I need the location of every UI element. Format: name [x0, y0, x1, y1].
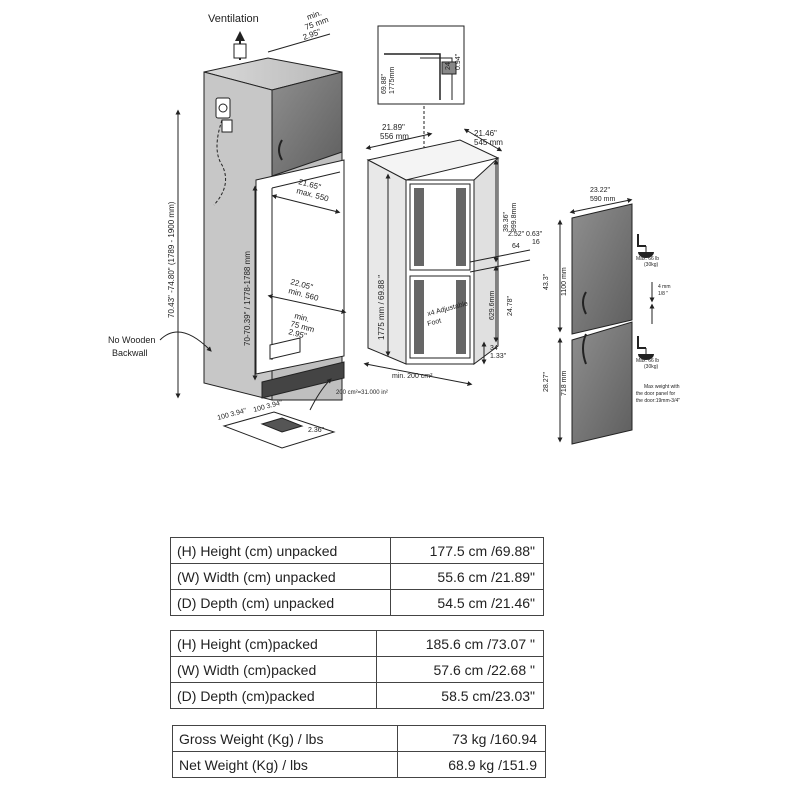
panel-width-line1: 23.22" — [590, 187, 611, 194]
lower-door-line1: 629.6mm — [489, 291, 496, 320]
table-row: (D) Depth (cm) unpacked 54.5 cm /21.46" — [169, 589, 544, 616]
packed-height-label: (H) Height (cm)packed — [169, 630, 378, 657]
foot-height-line1: 34 — [490, 345, 498, 352]
unpacked-width-value: 55.6 cm /21.89" — [390, 563, 544, 590]
upper-door-line2: 999.8mm — [511, 203, 518, 232]
foot-line2: Foot — [427, 318, 442, 328]
installation-diagram: Ventilation min. 75 mm 2.95" 70.43" -74.… — [108, 8, 680, 449]
panel-note-line1: Max weight with — [644, 384, 680, 390]
inner-gap-line1: min. — [293, 311, 310, 324]
panel-lower-line2: 718 mm — [561, 371, 568, 396]
table-row: Net Weight (Kg) / lbs 68.9 kg /151.9 — [172, 751, 547, 778]
unpacked-dimensions-table: (H) Height (cm) unpacked 177.5 cm /69.88… — [169, 537, 544, 616]
max-weight-1-line1: Max. 66 lb — [636, 256, 659, 262]
unpacked-depth-label: (D) Depth (cm) unpacked — [169, 589, 392, 616]
gap-dim-line3: 16 — [532, 239, 540, 246]
no-backwall-line1: No Wooden — [108, 335, 155, 345]
inset-line2: 1775mm — [389, 67, 396, 94]
min-200-label: min. 200 cm² — [392, 373, 433, 380]
gap-4mm-line1: 4 mm — [658, 284, 671, 290]
panel-note-line3: the door:19mm-3/4" — [636, 398, 680, 404]
unpacked-height-label: (H) Height (cm) unpacked — [169, 537, 392, 564]
cabinet-drawing: Ventilation min. 75 mm 2.95" 70.43" -74.… — [108, 8, 388, 449]
packed-width-value: 57.6 cm /22.68 " — [376, 656, 544, 683]
unpacked-depth-value: 54.5 cm /21.46" — [390, 589, 544, 616]
ventilation-label: Ventilation — [208, 13, 259, 25]
inset-line3: 24 — [445, 62, 452, 70]
gap-dim-line2: 64 — [512, 243, 520, 250]
fridge-drawing: 69.88" 1775mm 24 0.94" 21.89" 556 mm 21.… — [363, 25, 543, 386]
panel-width-line2: 590 mm — [590, 196, 615, 203]
base-vent-dim2: 100 3.94" — [253, 399, 284, 414]
net-weight-label: Net Weight (Kg) / lbs — [172, 751, 398, 778]
lower-door-line2: 24.78" — [507, 295, 514, 316]
gross-weight-value: 73 kg /160.94 — [396, 725, 547, 752]
vent-area-label: 200 cm²=31.000 in² — [336, 390, 388, 396]
packed-depth-value: 58.5 cm/23.03" — [376, 682, 544, 709]
gap-dim-line1: 2.52" 0.63" — [508, 231, 543, 238]
table-row: Gross Weight (Kg) / lbs 73 kg /160.94 — [172, 725, 547, 752]
max-weight-2-line2: (30kg) — [644, 364, 659, 370]
packed-depth-label: (D) Depth (cm)packed — [169, 682, 378, 709]
inset-line4: 0.94" — [455, 53, 462, 70]
packed-height-value: 185.6 cm /73.07 " — [376, 630, 544, 657]
panel-upper-line1: 43.3" — [543, 273, 550, 290]
base-vent-dim1: 100 3.94" — [217, 407, 248, 422]
fridge-height-label: 1775 mm / 69.88 " — [377, 275, 386, 340]
foot-height-line2: 1.33" — [490, 353, 507, 360]
panel-note-line2: the door panel for — [636, 391, 676, 397]
total-height-label: 70.43" -74.80" (1789 - 1900 mm) — [167, 201, 176, 318]
gross-weight-label: Gross Weight (Kg) / lbs — [172, 725, 398, 752]
base-vent-dim3: 2.36" — [308, 427, 325, 434]
unpacked-width-label: (W) Width (cm) unpacked — [169, 563, 392, 590]
inset-line1: 69.88" — [381, 73, 388, 94]
table-row: (H) Height (cm)packed 185.6 cm /73.07 " — [169, 630, 544, 657]
table-row: (W) Width (cm) unpacked 55.6 cm /21.89" — [169, 563, 544, 590]
door-panels-drawing: 23.22" 590 mm 43.3" 1100 mm 28.27" 718 m… — [543, 187, 680, 445]
no-backwall-line2: Backwall — [112, 348, 148, 358]
gap-4mm-line2: 1/8 " — [658, 291, 668, 297]
weight-icon — [637, 234, 654, 258]
panel-upper-line2: 1100 mm — [561, 267, 568, 296]
table-row: (D) Depth (cm)packed 58.5 cm/23.03" — [169, 682, 544, 709]
unpacked-height-value: 177.5 cm /69.88" — [390, 537, 544, 564]
cabinet-height-label: 70-70.39" / 1778-1788 mm — [243, 251, 252, 346]
table-row: (H) Height (cm) unpacked 177.5 cm /69.88… — [169, 537, 544, 564]
upper-door-line1: 39.36" — [503, 211, 510, 232]
fridge-width-line1: 21.89" — [382, 123, 405, 132]
weight-icon — [637, 336, 654, 360]
fridge-depth-line2: 545 mm — [474, 138, 503, 147]
panel-lower-line1: 28.27" — [543, 371, 550, 392]
weight-table: Gross Weight (Kg) / lbs 73 kg /160.94 Ne… — [172, 725, 547, 778]
net-weight-value: 68.9 kg /151.9 — [396, 751, 547, 778]
max-weight-1-line2: (30kg) — [644, 262, 659, 268]
packed-width-label: (W) Width (cm)packed — [169, 656, 378, 683]
max-weight-2-line1: Max. 66 lb — [636, 358, 659, 364]
packed-dimensions-table: (H) Height (cm)packed 185.6 cm /73.07 " … — [169, 630, 544, 709]
table-row: (W) Width (cm)packed 57.6 cm /22.68 " — [169, 656, 544, 683]
